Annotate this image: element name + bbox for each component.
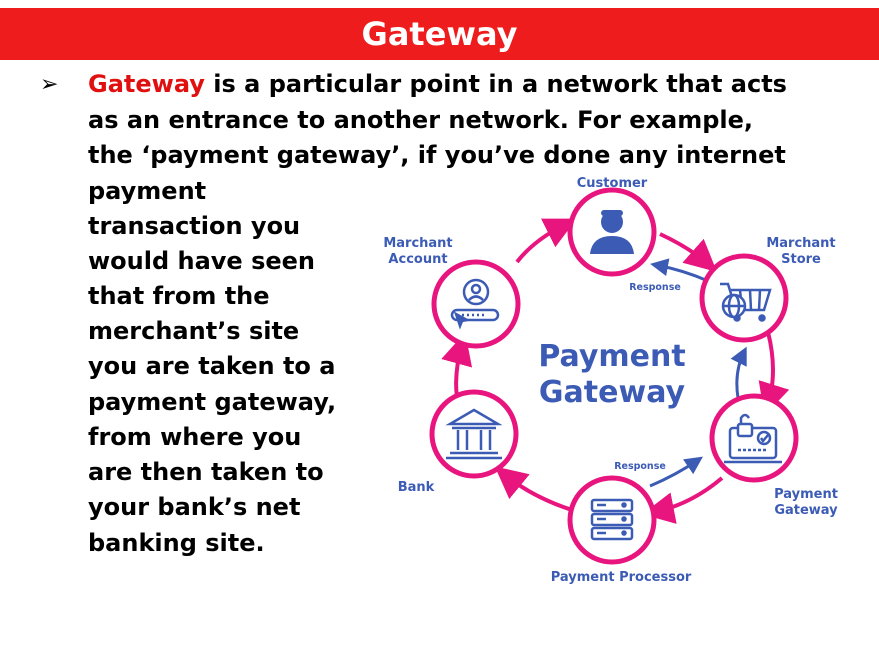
text-line-4: payment — [88, 177, 207, 205]
secure-payment-icon — [724, 413, 782, 464]
term-gateway: Gateway — [88, 70, 205, 98]
node-payment-gateway — [709, 393, 799, 483]
label-response-bottom: Response — [614, 461, 666, 472]
text-line-2: as an entrance to another network. For e… — [88, 106, 754, 134]
label-merchant-account-2: Account — [388, 252, 447, 267]
center-title-line-2: Gateway — [539, 375, 686, 410]
arrow-gateway-to-processor — [642, 476, 724, 524]
text-line-11: from where you — [88, 423, 302, 451]
label-merchant-store-2: Store — [781, 252, 821, 267]
node-bank — [429, 389, 519, 479]
page-title: Gateway — [0, 8, 879, 60]
bank-icon — [445, 408, 503, 460]
label-response-top: Response — [629, 282, 681, 293]
label-payment-gateway-2: Gateway — [774, 503, 838, 518]
bullet-arrow-icon: ➢ — [40, 72, 59, 97]
shopping-cart-icon — [720, 282, 772, 322]
label-customer: Customer — [577, 176, 648, 191]
response-arrow-top — [650, 258, 709, 283]
label-merchant-account-1: Marchant — [383, 236, 452, 251]
text-line-9: you are taken to a — [88, 352, 336, 380]
text-line-8: merchant’s site — [88, 317, 300, 345]
server-icon — [590, 498, 634, 541]
node-merchant-store — [699, 253, 789, 343]
customer-icon — [590, 210, 634, 254]
response-arrow-bottom — [649, 456, 703, 488]
text-line-6: would have seen — [88, 247, 315, 275]
text-line-1: Gateway is a particular point in a netwo… — [88, 70, 787, 98]
account-login-icon — [450, 278, 500, 330]
text-line-10: payment gateway, — [88, 388, 337, 416]
arrow-processor-to-bank — [494, 466, 573, 512]
label-bank: Bank — [398, 480, 435, 495]
label-merchant-store-1: Marchant — [766, 236, 835, 251]
response-arrow-right — [730, 346, 747, 399]
arrow-account-to-customer — [515, 218, 577, 264]
arrow-store-to-gateway — [758, 331, 790, 416]
text-line-1-rest: is a particular point in a network that … — [204, 70, 787, 98]
arrow-customer-to-store — [659, 232, 717, 272]
text-line-12: are then taken to — [88, 458, 324, 486]
label-payment-gateway-1: Payment — [774, 487, 838, 502]
text-line-14: banking site. — [88, 529, 265, 557]
text-line-5: transaction you — [88, 212, 301, 240]
center-title-line-1: Payment — [538, 339, 685, 374]
text-line-3: the ‘payment gateway’, if you’ve done an… — [88, 141, 786, 169]
label-payment-processor: Payment Processor — [551, 570, 692, 585]
text-line-7: that from the — [88, 282, 270, 310]
node-payment-processor — [567, 475, 657, 565]
text-line-13: your bank’s net — [88, 493, 301, 521]
